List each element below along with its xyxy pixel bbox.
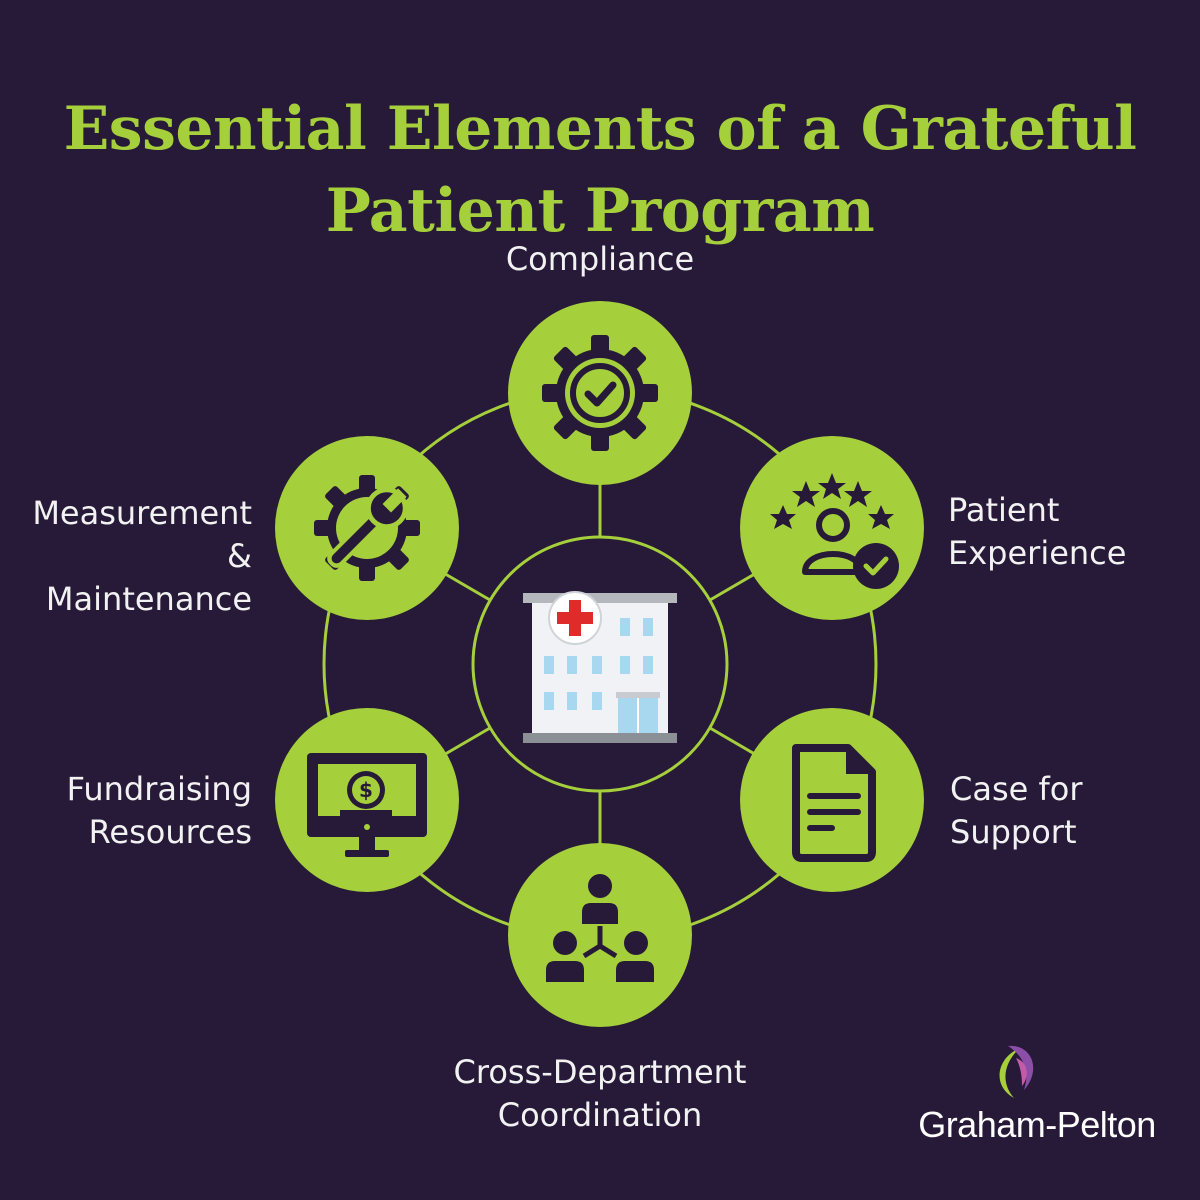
circle-case-for-support <box>740 708 924 892</box>
label-cross-department-coordination: Cross-Department Coordination <box>453 1053 747 1134</box>
logo-wordmark: Graham-Pelton <box>918 1104 1156 1145</box>
circle-patient-experience <box>740 436 924 620</box>
logo-mark-icon <box>999 1045 1034 1098</box>
page-title: Essential Elements of a Grateful Patient… <box>0 88 1200 252</box>
team-hierarchy-icon <box>546 874 654 982</box>
hospital-building-icon <box>523 591 677 743</box>
monitor-dollar-icon: $ <box>307 753 427 857</box>
user-rating-stars-icon <box>770 473 899 589</box>
label-case-for-support: Case for Support <box>950 770 1083 851</box>
label-patient-experience: Patient Experience <box>948 491 1127 572</box>
wrench-gear-icon <box>314 475 420 581</box>
title-line-1: Essential Elements of a Grateful <box>63 94 1137 165</box>
label-compliance: Compliance <box>505 240 695 278</box>
gear-check-icon <box>542 335 658 451</box>
document-icon <box>792 744 876 862</box>
title-line-2: Patient Program <box>325 176 875 247</box>
svg-text:$: $ <box>359 778 373 802</box>
label-measurement-maintenance: Measurement & Maintenance <box>32 494 252 618</box>
label-fundraising-resources: Fundraising Resources <box>66 770 252 851</box>
graham-pelton-logo: Graham-Pelton <box>912 1040 1162 1150</box>
